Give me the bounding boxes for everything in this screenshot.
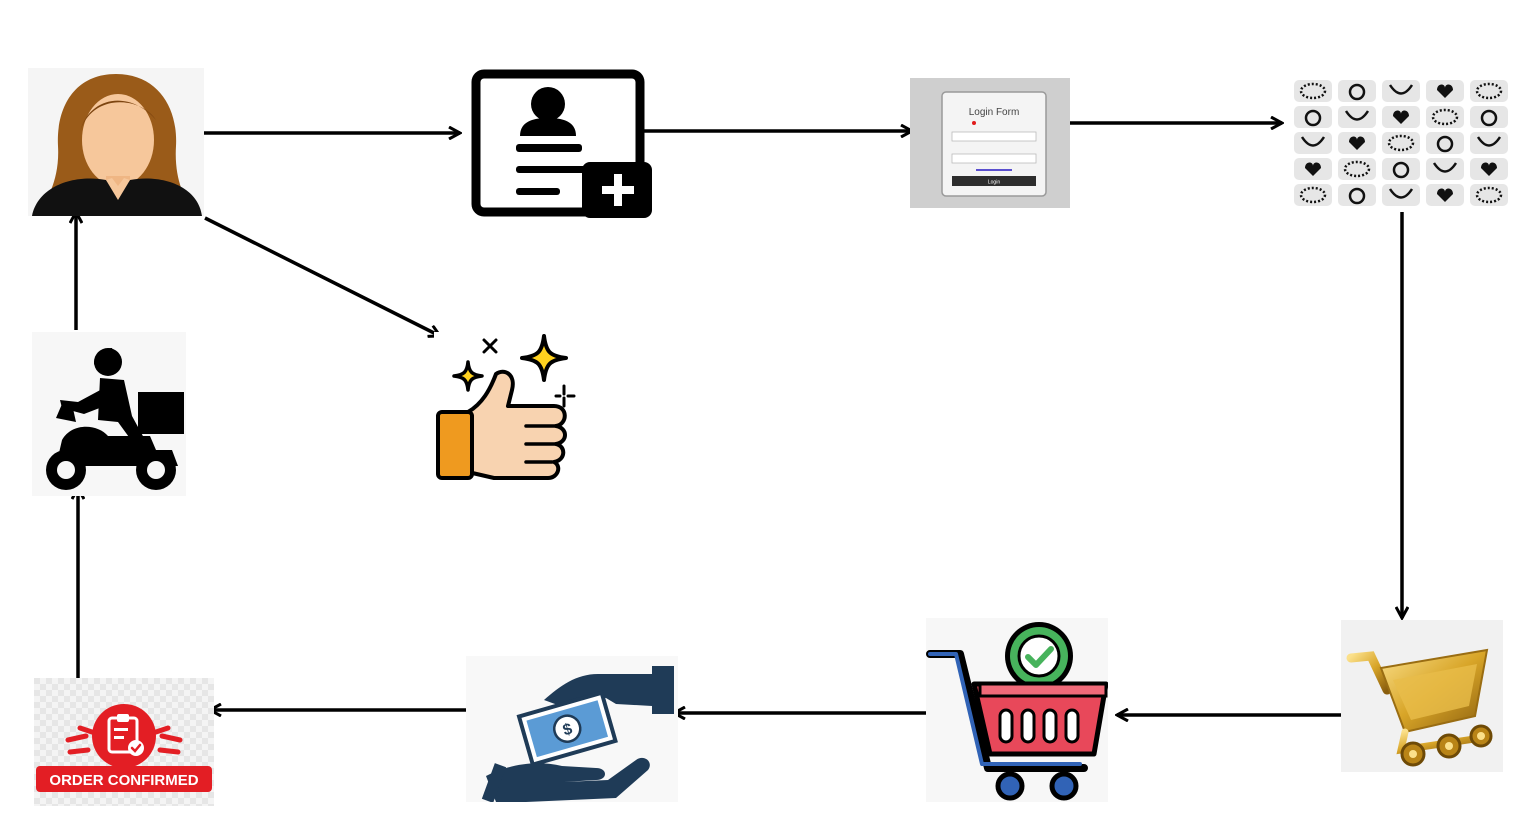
jewelry-item-icon: [1300, 136, 1326, 147]
arrow-customer-to-feedback: [204, 216, 440, 336]
jewelry-item-icon: [1305, 162, 1321, 176]
jewelry-item-icon: [1476, 136, 1502, 147]
catalog-tile: [1382, 80, 1420, 102]
jewelry-item-icon: [1348, 83, 1366, 101]
jewelry-catalog-grid-icon: [1294, 80, 1508, 206]
catalog-tile: [1338, 80, 1376, 102]
jewelry-item-icon: [1481, 162, 1497, 176]
jewelry-item-icon: [1392, 161, 1410, 179]
jewelry-item-icon: [1304, 109, 1322, 127]
jewelry-item-icon: [1436, 135, 1454, 153]
thumbs-up-sparkle-icon: [434, 332, 584, 480]
woman-avatar-icon: [28, 68, 204, 216]
catalog-tile: [1470, 132, 1508, 154]
feedback-node: [434, 332, 584, 480]
order-confirmed-icon: ORDER CONFIRMED: [34, 678, 214, 806]
jewelry-item-icon: [1299, 82, 1327, 100]
jewelry-item-icon: [1388, 188, 1414, 199]
customer-node: [28, 68, 204, 216]
order-confirmed-label: ORDER CONFIRMED: [49, 772, 198, 789]
jewelry-item-icon: [1348, 187, 1366, 205]
jewelry-item-icon: [1437, 84, 1453, 98]
login-form-icon: Login Form Login: [910, 78, 1070, 208]
jewelry-item-icon: [1387, 134, 1415, 152]
add-user-card-icon: [471, 69, 652, 218]
catalog-tile: [1294, 106, 1332, 128]
catalog-tile: [1338, 106, 1376, 128]
cart-checkmark-icon: [926, 618, 1108, 802]
catalog-tile: [1338, 184, 1376, 206]
jewelry-item-icon: [1432, 162, 1458, 173]
jewelry-item-icon: [1437, 188, 1453, 202]
gold-cart-icon: [1341, 620, 1503, 772]
catalog-tile: [1470, 106, 1508, 128]
cart-node: [926, 618, 1108, 802]
delivery-scooter-icon: [32, 332, 186, 496]
catalog-node: [1290, 78, 1510, 212]
catalog-tile: [1294, 132, 1332, 154]
login-button-label: Login: [988, 180, 1000, 186]
jewelry-item-icon: [1475, 82, 1503, 100]
jewelry-item-icon: [1393, 110, 1409, 124]
catalog-tile: [1382, 184, 1420, 206]
login-node: Login Form Login: [910, 78, 1070, 208]
jewelry-item-icon: [1343, 160, 1371, 178]
jewelry-item-icon: [1431, 108, 1459, 126]
login-form-title: Login Form: [969, 107, 1020, 118]
jewelry-item-icon: [1475, 186, 1503, 204]
delivery-node: [32, 332, 186, 496]
jewelry-item-icon: [1344, 110, 1370, 121]
catalog-tile: [1426, 158, 1464, 180]
select-node: [1341, 620, 1503, 772]
catalog-tile: [1382, 158, 1420, 180]
confirm-node: ORDER CONFIRMED: [34, 678, 214, 806]
jewelry-item-icon: [1299, 186, 1327, 204]
register-node: [470, 68, 652, 218]
jewelry-item-icon: [1480, 109, 1498, 127]
payment-node: $: [466, 656, 678, 802]
jewelry-item-icon: [1349, 136, 1365, 150]
catalog-tile: [1426, 132, 1464, 154]
cash-payment-hands-icon: $: [466, 656, 678, 802]
jewelry-item-icon: [1388, 84, 1414, 95]
